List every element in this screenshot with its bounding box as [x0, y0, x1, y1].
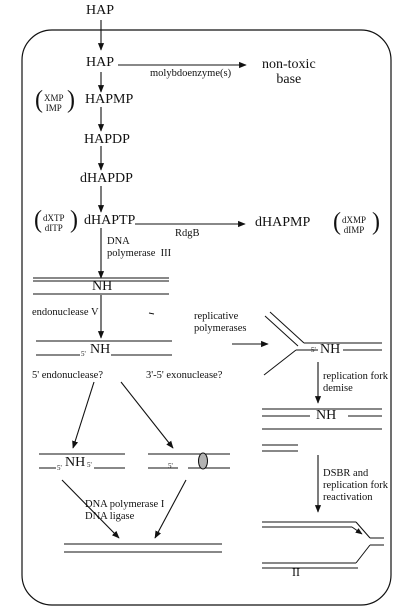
dxtp-label: dXTP: [43, 213, 65, 223]
lesion-oval: [198, 452, 208, 470]
non-toxic-base-label: non-toxic base: [262, 57, 316, 87]
hap-label: HAP: [86, 55, 115, 70]
paren-close-dxmp: ): [372, 208, 380, 236]
nh-label-demise: NH: [316, 408, 337, 423]
dxtp-ditp-pair: dXTP dITP: [43, 213, 65, 233]
dxmp-dimp-pair: dXMP dIMP: [342, 215, 366, 235]
replication-fork-reactivated: [262, 521, 384, 569]
rdgb-label: RdgB: [175, 228, 200, 239]
5-endonuclease-label: 5' endonuclease?: [32, 370, 103, 381]
five-prime-label-gap-a: 5': [57, 464, 62, 472]
dna-duplex-incorporated: [33, 277, 169, 295]
dsbr-reactivation-label: DSBR and replication fork reactivation: [323, 468, 389, 503]
hapdp-label: HAPDP: [84, 132, 130, 147]
stray-mark: [148, 312, 155, 315]
five-prime-label-fork: 5': [311, 346, 316, 354]
nh-label-fork: NH: [320, 342, 341, 357]
five-prime-label-nick: 5': [81, 350, 86, 358]
nh-label-nicked: NH: [90, 342, 111, 357]
hapmp-label: HAPMP: [85, 92, 134, 107]
dxmp-label: dXMP: [342, 215, 367, 225]
dna-duplex-nicked: [36, 340, 172, 356]
nh-label-gap: NH: [65, 455, 86, 470]
dna-polymerase-iii-label: DNA polymerase III: [107, 236, 172, 259]
dhapmp-label: dHAPMP: [255, 215, 311, 230]
roman-ii-label: II: [292, 565, 300, 579]
dhapdp-label: dHAPDP: [80, 171, 133, 186]
five-prime-label-gap-b: 5': [87, 461, 92, 469]
exonuclease-label: 3'-5' exonuclease?: [146, 370, 223, 381]
paren-open-dxtp: (: [34, 206, 42, 234]
hap-label-outside: HAP: [86, 3, 115, 18]
imp-label: IMP: [45, 103, 62, 113]
dna-gap-left: [39, 453, 125, 469]
replication-fork-demise-label: replication fork demise: [323, 371, 389, 394]
xmp-imp-pair: XMP IMP: [44, 93, 64, 113]
dna-polymerase-i-ligase-label: DNA polymerase I DNA ligase: [85, 499, 165, 522]
dhaptp-label: dHAPTP: [84, 213, 136, 228]
ditp-label: dITP: [44, 223, 63, 233]
cell-boundary: [21, 29, 392, 606]
arrow-5-endonuclease: [72, 381, 95, 449]
arrow-repair-left: [61, 479, 120, 539]
paren-open-dxmp: (: [333, 208, 341, 236]
arrow-exonuclease: [120, 381, 174, 449]
replicative-polymerases-label: replicative polymerases: [194, 311, 247, 334]
molybdoenzyme-label: molybdoenzyme(s): [150, 68, 232, 79]
five-prime-label-excised: 5': [168, 462, 173, 470]
dna-gap-right: [148, 452, 230, 470]
dimp-label: dIMP: [343, 225, 365, 235]
dna-repaired: [64, 543, 222, 553]
arrow-repair-right: [154, 479, 187, 539]
paren-close-xmp: ): [67, 86, 75, 114]
replication-fork: [263, 311, 382, 376]
nh-label-incorporated: NH: [92, 279, 113, 294]
xmp-label: XMP: [44, 93, 64, 103]
endonuclease-v-label: endonuclease V: [32, 307, 99, 318]
paren-close-dxtp: ): [70, 206, 78, 234]
paren-open-xmp: (: [35, 86, 43, 114]
dna-fork-demise: [262, 408, 382, 452]
